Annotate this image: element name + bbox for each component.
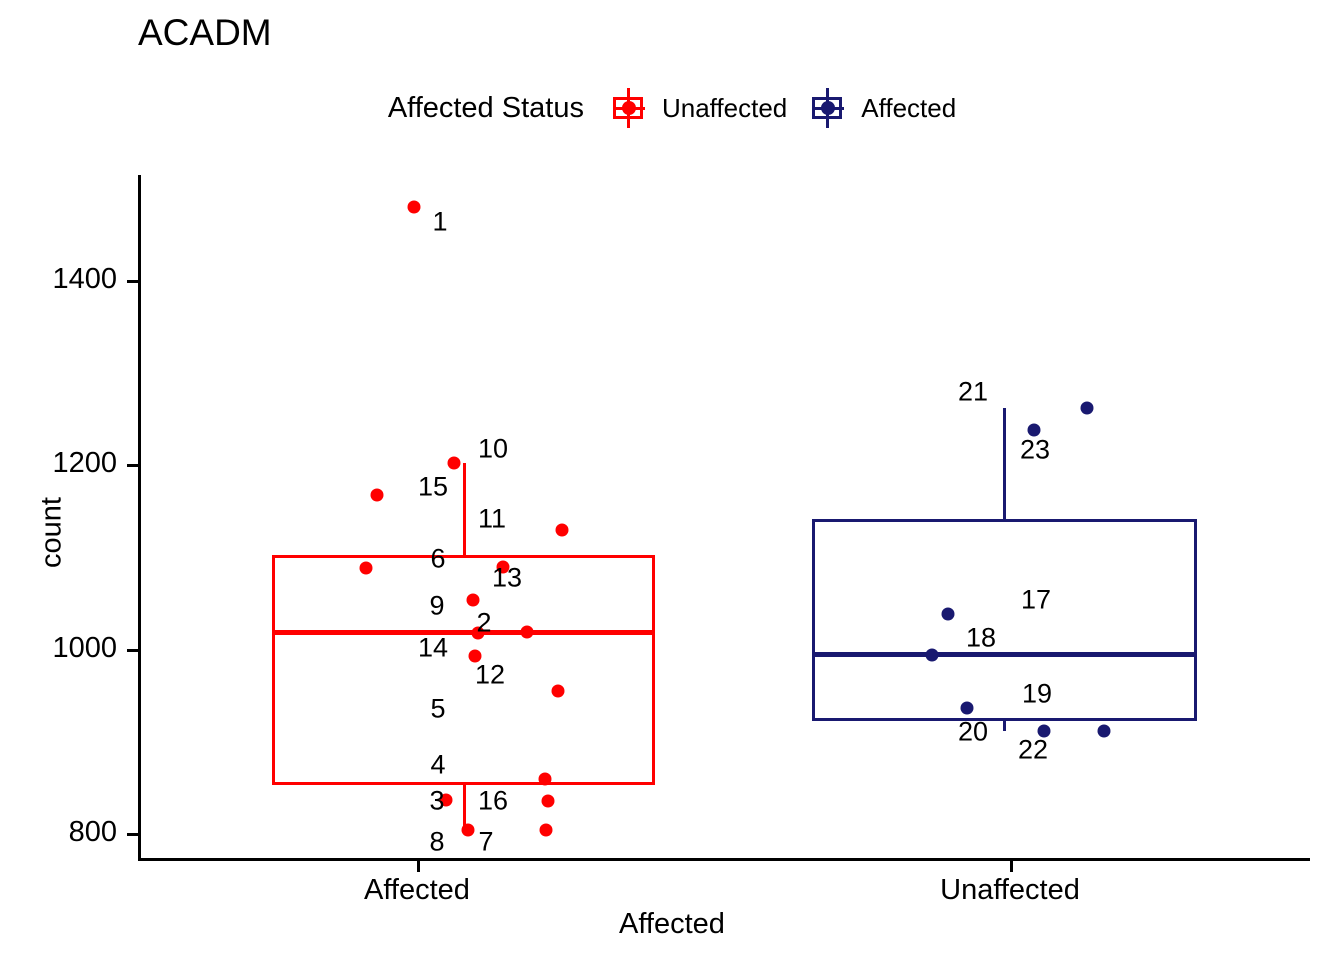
data-point[interactable] [555,523,569,537]
data-point-label: 14 [417,632,449,663]
affected-box[interactable] [272,555,655,785]
legend-entry-unaffected[interactable]: Unaffected [606,88,787,128]
boxplot-key-icon [805,88,851,128]
y-tick-label-1200: 1200 [52,447,117,479]
y-tick-label-1000: 1000 [52,632,117,664]
x-tick-label-affected: Affected [364,874,470,906]
legend-title: Affected Status [387,91,584,124]
unaffected-box-whisker-lower [1003,721,1006,731]
data-point[interactable] [466,593,480,607]
y-tick-label-800: 800 [68,816,117,848]
x-tick-mark-affected [417,861,420,872]
data-point[interactable] [359,561,373,575]
x-axis-title: Affected [619,908,725,940]
page-title: ACADM [138,12,272,53]
data-point[interactable] [1097,724,1111,738]
data-point-label: 12 [474,659,506,690]
legend-label-affected: Affected [861,92,957,123]
data-point-label: 23 [1019,434,1051,465]
unaffected-box[interactable] [812,519,1197,721]
data-point[interactable] [439,793,453,807]
data-point-label: 22 [1017,734,1049,765]
y-tick-mark-1200 [127,464,138,467]
data-point[interactable] [1027,423,1041,437]
data-point-label: 6 [430,543,446,574]
x-tick-mark-unaffected [1010,861,1013,872]
legend-entry-affected[interactable]: Affected [805,88,956,128]
data-point[interactable] [551,684,565,698]
data-point-label: 3 [429,785,445,816]
data-point-label: 17 [1020,584,1052,615]
data-point-label: 16 [477,785,509,816]
data-point[interactable] [370,488,384,502]
data-point[interactable] [541,794,555,808]
x-tick-label-unaffected: Unaffected [940,874,1080,906]
data-point-label: 2 [476,607,492,638]
data-point[interactable] [539,823,553,837]
data-point-label: 20 [957,716,989,747]
data-point[interactable] [496,560,510,574]
data-point-label: 7 [478,826,494,857]
y-tick-mark-1400 [127,280,138,283]
data-point-label: 13 [491,562,523,593]
legend: Affected Status Unaffected Affected [0,88,1344,128]
data-point[interactable] [941,607,955,621]
data-point[interactable] [960,701,974,715]
data-point-label: 4 [430,749,446,780]
affected-box-whisker-lower [463,785,466,830]
data-point[interactable] [468,649,482,663]
y-tick-mark-800 [127,833,138,836]
data-point-label: 10 [477,433,509,464]
data-point[interactable] [407,200,421,214]
data-point-label: 8 [429,826,445,857]
y-tick-mark-1000 [127,649,138,652]
data-point[interactable] [925,648,939,662]
data-point-label: 9 [429,590,445,621]
data-point-label: 11 [477,503,507,534]
data-point[interactable] [1080,401,1094,415]
affected-box-median-line [272,630,655,635]
data-point[interactable] [1037,724,1051,738]
data-point[interactable] [447,456,461,470]
data-point-label: 5 [430,693,446,724]
x-axis-line [138,858,1310,861]
data-point[interactable] [471,626,485,640]
data-point-label: 18 [965,622,997,653]
data-point-label: 15 [417,471,449,502]
y-axis-line [138,175,141,860]
data-point-label: 19 [1021,678,1053,709]
unaffected-box-median-line [812,652,1197,657]
data-point-label: 21 [957,376,989,407]
data-point-label: 1 [432,206,448,237]
affected-box-whisker-upper [463,463,466,555]
boxplot-key-icon [606,88,652,128]
unaffected-box-whisker-upper [1003,408,1006,519]
data-point[interactable] [520,625,534,639]
y-tick-label-1400: 1400 [52,263,117,295]
legend-label-unaffected: Unaffected [661,92,788,123]
data-point[interactable] [461,823,475,837]
data-point[interactable] [538,772,552,786]
